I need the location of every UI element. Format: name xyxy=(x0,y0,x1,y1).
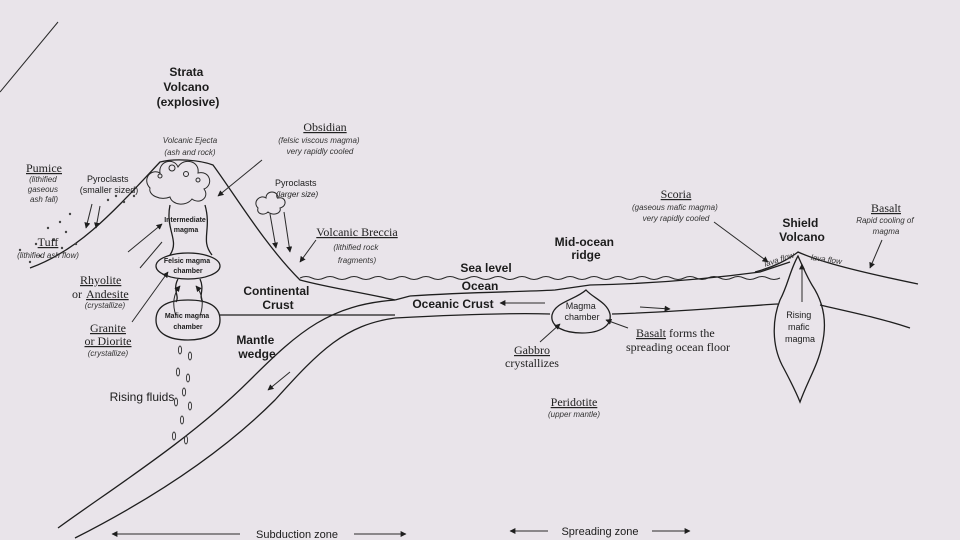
intermediate-magma-label: Intermediate magma xyxy=(164,217,208,234)
rhyolite-arrow xyxy=(127,223,163,253)
strata-volcano-title: Strata Volcano (explosive) xyxy=(157,65,220,109)
pyroclasts-large-label: Pyroclasts (larger size) xyxy=(275,178,319,199)
felsic-chamber-label: Felsic magma chamber xyxy=(164,258,212,275)
basalt-right-note: Rapid cooling of magma xyxy=(856,216,916,236)
pyroclast-small-arrow-2 xyxy=(94,205,101,229)
ridge-magma-chamber xyxy=(551,289,611,334)
volcanic-breccia-note: (lithified rock fragments) xyxy=(333,243,380,265)
ridge-chamber-label: Magma chamber xyxy=(564,301,599,322)
terrain-lines xyxy=(0,21,919,539)
particles xyxy=(18,194,136,264)
gabbro-crystallizes-label: crystallizes xyxy=(505,356,559,370)
rising-fluids-label: Rising fluids xyxy=(110,390,175,404)
basalt-floor-line2: spreading ocean floor xyxy=(626,340,730,354)
basalt-right-arrow xyxy=(869,239,883,269)
pointer-arrows xyxy=(84,159,883,537)
pyroclast-small-arrow-1 xyxy=(84,203,93,229)
spreading-right-arrow xyxy=(639,305,671,312)
pyroclast-large-arrow-2 xyxy=(283,211,293,253)
volcanic-ejecta-note: (ash and rock) xyxy=(164,148,215,157)
volcanic-ejecta-label: Volcanic Ejecta xyxy=(163,136,218,145)
basalt-right-label: Basalt xyxy=(871,201,902,215)
subducting-slab-top xyxy=(57,299,396,529)
gabbro-label: Gabbro xyxy=(514,343,550,357)
subduction-zone-label: Subduction zone xyxy=(256,529,338,540)
mafic-up-arrow-1 xyxy=(173,285,181,317)
lava-flow-right-label: lava flow xyxy=(810,253,843,266)
labels: Strata Volcano (explosive) Volcanic Ejec… xyxy=(17,65,916,540)
obsidian-note: (felsic viscous magma) very rapidly cool… xyxy=(278,136,362,156)
subducting-slab-bottom xyxy=(74,317,396,539)
pumice-note: (lithified gaseous ash fall) xyxy=(28,175,60,204)
mid-ocean-ridge-label: Mid-ocean ridge xyxy=(555,235,618,262)
obsidian-arrow xyxy=(217,159,263,197)
rising-fluid-drops xyxy=(171,345,193,445)
andesite-label: Andesite xyxy=(86,287,129,301)
volcano-conduit xyxy=(168,204,213,256)
sea-level-label: Sea level xyxy=(460,261,511,275)
tuff-note: (lithified ash flow) xyxy=(17,251,79,260)
rhyolite-or-label: or xyxy=(72,287,82,301)
shield-volcano-label: Shield Volcano xyxy=(779,216,825,244)
rising-mafic-magma-label: Rising mafic magma xyxy=(785,310,815,344)
obsidian-label: Obsidian xyxy=(303,120,346,134)
peridotite-note: (upper mantle) xyxy=(548,410,600,419)
volcanic-breccia-label: Volcanic Breccia xyxy=(316,225,398,239)
pumice-label: Pumice xyxy=(26,161,62,175)
corner-line xyxy=(0,21,59,93)
scoria-note: (gaseous mafic magma) very rapidly coole… xyxy=(632,203,720,223)
breccia-arrow xyxy=(299,239,317,263)
pyroclast-large-arrow-1 xyxy=(269,213,279,249)
basalt-floor-label: Basalt forms the xyxy=(636,326,715,340)
basalt-floor-arrow xyxy=(605,319,629,329)
mafic-chamber-label: Mafic magma chamber xyxy=(165,313,211,331)
continental-crust-label: Continental Crust xyxy=(243,284,312,312)
oceanic-crust-base-right xyxy=(611,303,779,315)
tuff-label: Tuff xyxy=(38,235,59,249)
spreading-zone-label: Spreading zone xyxy=(561,526,638,538)
ocean-floor-top xyxy=(409,261,791,297)
pyroclasts-small-label: Pyroclasts (smaller sized) xyxy=(80,174,139,195)
mantle-wedge-label: Mantle wedge xyxy=(236,333,277,361)
crystallize-note-1: (crystallize) xyxy=(85,301,126,310)
rising-mafic-magma-body xyxy=(773,254,825,404)
gabbro-arrow xyxy=(539,323,561,343)
shield-volcano-profile xyxy=(754,251,919,285)
oceanic-crust-label: Oceanic Crust xyxy=(412,297,493,311)
diorite-label: or Diorite xyxy=(85,334,132,348)
scoria-arrow xyxy=(713,221,769,263)
granite-label: Granite xyxy=(90,321,126,335)
mafic-up-arrow-2 xyxy=(195,285,203,317)
continental-shelf xyxy=(394,295,411,301)
oceanic-crust-base xyxy=(394,312,551,319)
ocean-label: Ocean xyxy=(462,279,499,293)
slab-arrow xyxy=(267,371,291,391)
crystallize-note-2: (crystallize) xyxy=(88,349,129,358)
mafic-magma-chamber xyxy=(155,299,221,341)
rhyolite-andesite-label: Rhyolite xyxy=(80,273,121,287)
scoria-label: Scoria xyxy=(661,187,692,201)
felsic-magma-chamber xyxy=(155,252,221,280)
rhyolite-arrow-b xyxy=(139,241,163,269)
right-crust-base xyxy=(819,304,911,329)
granite-arrow xyxy=(131,271,169,323)
peridotite-label: Peridotite xyxy=(551,395,598,409)
ash-cloud xyxy=(146,160,286,215)
strato-volcano-profile xyxy=(29,159,396,301)
